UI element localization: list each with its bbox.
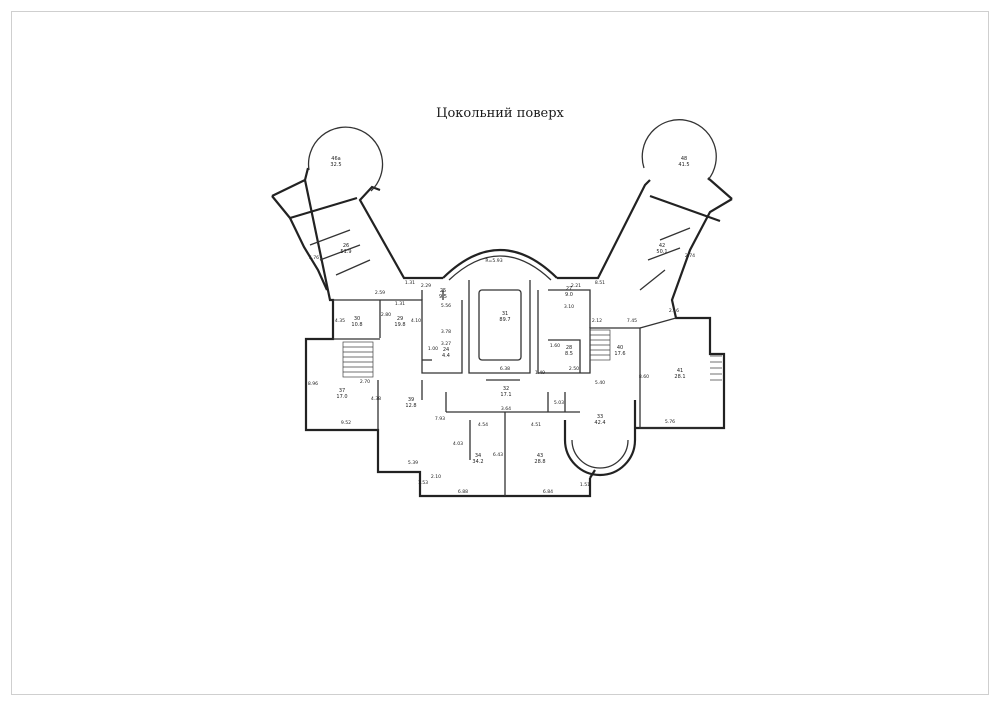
dimension-label: 5.76 [665, 419, 675, 425]
room-number: 46а [331, 156, 340, 162]
dimension-label: 5.76 [309, 255, 319, 261]
room-area: 19.8 [394, 322, 405, 328]
dimension-label: 6.43 [493, 452, 503, 458]
room-number: 24 [443, 347, 449, 353]
drawing-sheet-border [11, 11, 989, 695]
dimension-label: 9.52 [341, 420, 351, 426]
dimension-label: R=5.93 [485, 258, 502, 264]
room-area: 28.8 [534, 459, 545, 465]
room-area: 17.0 [336, 394, 347, 400]
interior-walls [333, 280, 710, 496]
dimension-label: 1.00 [428, 346, 438, 352]
dimension-labels: R=5.93 2.29 1.31 2.21 8.51 2.59 1.31 7.4… [308, 253, 695, 495]
room-labels: 46а 32.5 48 41.5 26 51.9 42 50.1 31 89.7… [330, 156, 689, 465]
floor-plan-title: Цокольний поверх [436, 106, 564, 121]
room-area: 17.1 [500, 392, 511, 398]
room-area: 32.5 [330, 162, 341, 168]
staircase-left [342, 341, 374, 378]
dimension-label: 5.56 [441, 303, 451, 309]
dimension-label: 4.54 [478, 422, 488, 428]
room-number: 37 [339, 388, 345, 394]
dimension-label: 1.49 [535, 370, 545, 376]
room-area: 89.7 [499, 317, 510, 323]
dimension-label: 1.53 [418, 480, 428, 486]
dimension-label: 2.12 [592, 318, 602, 324]
room-number: 29 [397, 316, 403, 322]
room-area: 9.5 [439, 294, 447, 300]
room-number: 48 [681, 156, 687, 162]
room-area: 50.1 [656, 249, 667, 255]
room-number: 32 [503, 386, 509, 392]
dimension-label: 6.88 [458, 489, 468, 495]
room-number: 30 [354, 316, 360, 322]
dimension-label: 2.50 [569, 366, 579, 372]
dimension-label: 3.64 [501, 406, 511, 412]
dimension-label: 2.80 [381, 312, 391, 318]
room-number: 34 [475, 453, 481, 459]
room-number: 33 [597, 414, 603, 420]
dimension-label: 4.03 [453, 441, 463, 447]
dimension-label: 2.21 [571, 283, 581, 289]
entrance-steps [710, 355, 722, 381]
staircase-right [589, 329, 611, 361]
dimension-label: 6.38 [500, 366, 510, 372]
room-area: 34.2 [472, 459, 483, 465]
dimension-label: 1.31 [395, 301, 405, 307]
dimension-label: 8.60 [639, 374, 649, 380]
room-area: 8.5 [565, 351, 573, 357]
room-number: 39 [408, 397, 414, 403]
dimension-label: 5.40 [595, 380, 605, 386]
dimension-label: 2.74 [685, 253, 695, 259]
room-number: 26 [343, 243, 349, 249]
dimension-label: 2.59 [375, 290, 385, 296]
dimension-label: 1.31 [405, 280, 415, 286]
room-number: 43 [537, 453, 543, 459]
dimension-label: 8.96 [308, 381, 318, 387]
dimension-label: 4.10 [411, 318, 421, 324]
dimension-label: 5.03 [554, 400, 564, 406]
dimension-label: 2.10 [431, 474, 441, 480]
room-area: 10.8 [351, 322, 362, 328]
dimension-label: 7.93 [435, 416, 445, 422]
dimension-label: 4.35 [335, 318, 345, 324]
dimension-label: 6.84 [543, 489, 553, 495]
room-area: 41.5 [678, 162, 689, 168]
room-area: 51.9 [340, 249, 351, 255]
dimension-label: 8.51 [595, 280, 605, 286]
pool [478, 289, 522, 361]
dimension-label: 2.16 [669, 308, 679, 314]
dimension-label: 3.10 [564, 304, 574, 310]
dimension-label: 1.60 [550, 343, 560, 349]
dimension-label: 2.29 [421, 283, 431, 289]
room-area: 4.4 [442, 353, 450, 359]
room-number: 42 [659, 243, 665, 249]
room-number: 27 [566, 286, 572, 292]
dimension-label: 1.51 [580, 482, 590, 488]
dimension-label: 7.45 [627, 318, 637, 324]
wing-fixtures [309, 227, 691, 291]
dimension-label: 3.27 [441, 341, 451, 347]
room-number: 40 [617, 345, 623, 351]
dimension-label: 5.39 [408, 460, 418, 466]
dimension-label: 3.78 [441, 329, 451, 335]
room-area: 42.4 [594, 420, 605, 426]
room-number: 25 [440, 288, 446, 294]
room-area: 17.6 [614, 351, 625, 357]
outer-walls [271, 119, 733, 498]
room-number: 28 [566, 345, 572, 351]
dimension-label: 2.70 [360, 379, 370, 385]
dimension-label: 4.38 [371, 396, 381, 402]
room-area: 28.1 [674, 374, 685, 380]
room-area: 12.8 [405, 403, 416, 409]
room-number: 31 [502, 311, 508, 317]
room-area: 9.0 [565, 292, 573, 298]
dimension-label: 4.51 [531, 422, 541, 428]
room-number: 41 [677, 368, 683, 374]
